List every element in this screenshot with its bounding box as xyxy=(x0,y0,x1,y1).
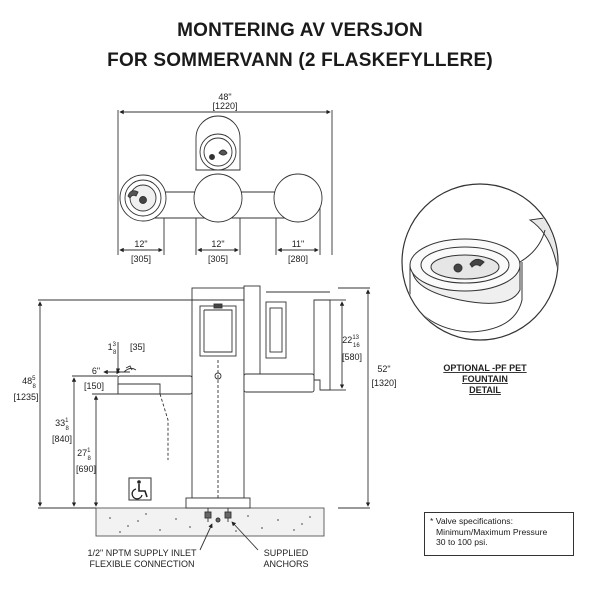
filler-height: 2213 16 xyxy=(342,335,360,349)
detail-label-2: FOUNTAIN xyxy=(462,374,508,384)
rim-height-den: 8 xyxy=(66,426,70,432)
knee-height-mm: [690] xyxy=(76,464,96,474)
rim-height-num: 1 xyxy=(65,418,69,424)
spout-offset-mm: [150] xyxy=(84,381,104,391)
wheelchair-icon xyxy=(128,477,152,501)
overall-width: 48" xyxy=(218,92,231,102)
valve-spec-note: * Valve specifications: Minimum/Maximum … xyxy=(424,512,574,556)
anchors-label-2: ANCHORS xyxy=(263,559,308,569)
right-height: 52" xyxy=(377,364,390,374)
note-line-3: 30 to 100 psi. xyxy=(436,537,488,547)
basin-depth-num: 3 xyxy=(113,342,117,348)
detail-label-1: OPTIONAL -PF PET xyxy=(443,363,527,373)
title-line-1: MONTERING AV VERSJON xyxy=(177,20,423,41)
note-line-2: Minimum/Maximum Pressure xyxy=(436,526,548,537)
anchors-label-1: SUPPLIED xyxy=(264,548,309,558)
title-line-2: FOR SOMMERVANN (2 FLASKEFYLLERE) xyxy=(107,50,493,71)
supply-label-1: 1/2" NPTM SUPPLY INLET xyxy=(88,548,197,558)
dim-b-mm: [305] xyxy=(208,254,228,264)
dim-c: 11" xyxy=(292,239,305,249)
front-view xyxy=(37,285,371,551)
dim-a: 12" xyxy=(134,239,147,249)
knee-height: 271 8 xyxy=(77,448,91,462)
total-height-whole: 48 xyxy=(22,376,32,386)
knee-height-whole: 27 xyxy=(77,448,87,458)
rim-height: 331 8 xyxy=(55,418,69,432)
filler-height-whole: 22 xyxy=(342,335,352,345)
basin-depth: 13 8 xyxy=(108,342,117,356)
pet-fountain-detail xyxy=(401,183,559,341)
filler-height-den: 16 xyxy=(353,343,360,349)
top-view xyxy=(117,109,333,255)
total-height-mm: [1235] xyxy=(13,392,38,402)
dim-a-mm: [305] xyxy=(131,254,151,264)
total-height-den: 8 xyxy=(33,384,37,390)
filler-height-mm: [580] xyxy=(342,352,362,362)
total-height-num: 5 xyxy=(32,376,36,382)
concrete-texture xyxy=(109,513,311,533)
rim-height-mm: [840] xyxy=(52,434,72,444)
basin-depth-den: 8 xyxy=(113,350,117,356)
supply-label-2: FLEXIBLE CONNECTION xyxy=(89,559,194,569)
dim-c-mm: [280] xyxy=(288,254,308,264)
spout-offset: 6" xyxy=(92,366,100,376)
basin-depth-whole: 1 xyxy=(108,342,113,352)
knee-height-den: 8 xyxy=(88,456,92,462)
right-height-mm: [1320] xyxy=(371,378,396,388)
basin-depth-mm: [35] xyxy=(130,342,145,352)
filler-height-num: 13 xyxy=(352,335,359,341)
knee-height-num: 1 xyxy=(87,448,91,454)
note-line-1: * Valve specifications: xyxy=(430,516,513,526)
dim-b: 12" xyxy=(211,239,224,249)
rim-height-whole: 33 xyxy=(55,418,65,428)
total-height: 485 8 xyxy=(22,376,36,390)
detail-label-3: DETAIL xyxy=(469,385,501,395)
overall-width-mm: [1220] xyxy=(212,101,237,111)
